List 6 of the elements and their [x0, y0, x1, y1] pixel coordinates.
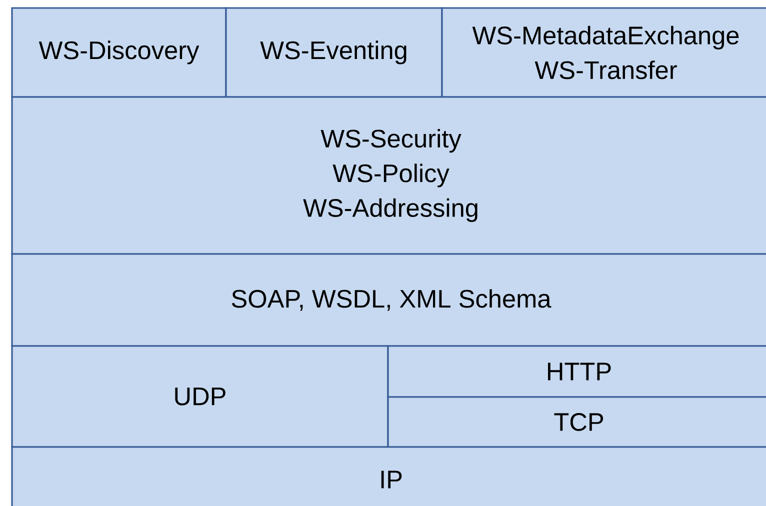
layer-box: WS-MetadataExchange WS-Transfer [441, 7, 766, 98]
layer-box: HTTP [387, 345, 766, 398]
layer-box: WS-Eventing [225, 7, 443, 98]
layer-box: TCP [387, 396, 766, 448]
layer-box: UDP [11, 345, 389, 448]
layer-box: WS-Discovery [11, 7, 227, 98]
